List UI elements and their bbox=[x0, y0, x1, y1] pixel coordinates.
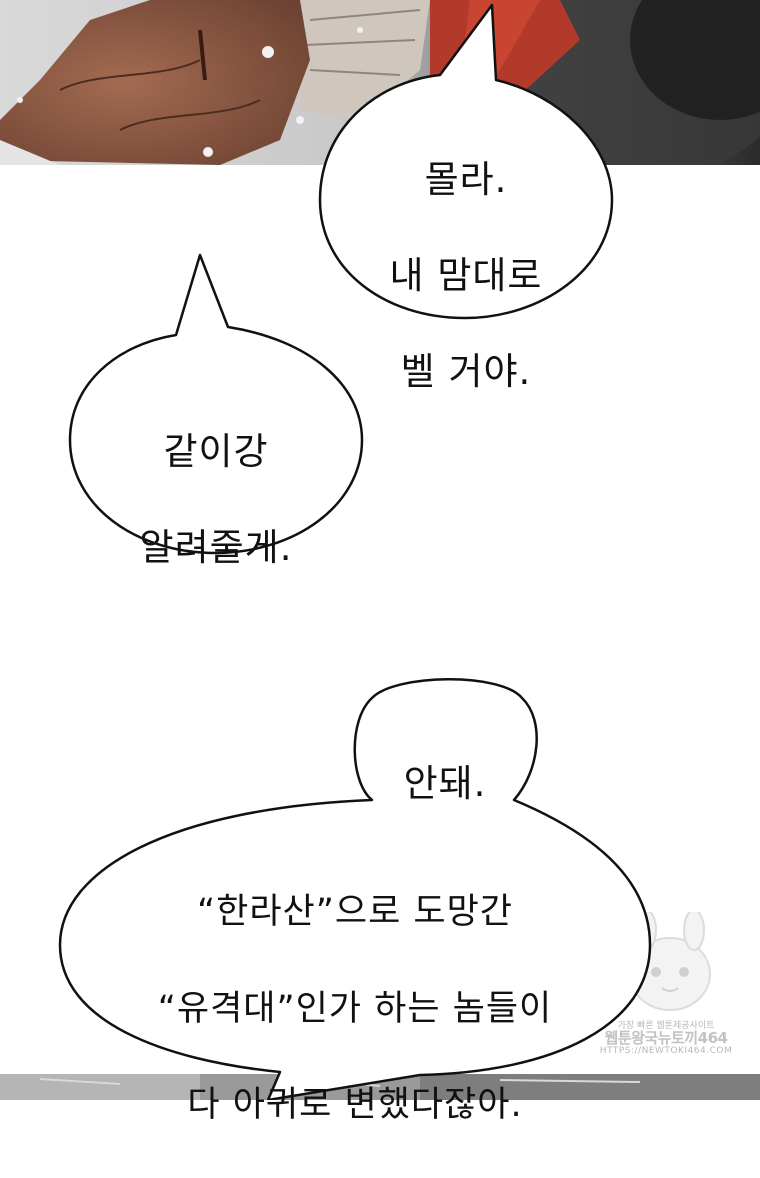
watermark-url: HTTPS://NEWTOKI464.COM bbox=[599, 1046, 733, 1057]
bubble-line: “유격대”인가 하는 놈들이 bbox=[157, 988, 553, 1029]
bubble-line: 다 아귀로 변했다잖아. bbox=[187, 1085, 523, 1126]
art-panel-illustration bbox=[0, 0, 760, 165]
bubble-left-shape bbox=[68, 253, 364, 555]
watermark-tagline: 가장 빠른 웹툰제공사이트 bbox=[617, 1021, 715, 1031]
bubble-top-right-shape bbox=[318, 3, 614, 320]
bubble-small-text: 안돼. bbox=[360, 712, 530, 856]
bubble-line: 몰라. bbox=[424, 158, 508, 202]
bubble-line: 안돼. bbox=[403, 762, 487, 806]
bubble-left-text: 같이강 알려줄게. bbox=[82, 380, 350, 620]
art-panel-top bbox=[0, 0, 760, 165]
comic-page: 몰라. 내 맘대로 벨 거야. 같이강 알려줄게. 안돼. “한라산”으로 도망… bbox=[0, 0, 760, 1125]
bubble-top-right-text: 몰라. 내 맘대로 벨 거야. bbox=[330, 108, 602, 445]
bubble-line: “한라산”으로 도망간 bbox=[197, 892, 513, 933]
bubble-line: 알려줄게. bbox=[139, 526, 293, 570]
bubble-line: 내 맘대로 bbox=[389, 254, 543, 298]
speech-bubbles-layer bbox=[58, 3, 652, 1100]
bubble-large-shape bbox=[58, 678, 652, 1100]
watermark: 가장 빠른 웹툰제공사이트 웹툰왕국뉴토끼464 HTTPS://NEWTOKI… bbox=[596, 1021, 736, 1057]
bubble-large-text: “한라산”으로 도망간 “유격대”인가 하는 놈들이 다 아귀로 변했다잖아. bbox=[70, 840, 640, 1178]
bubble-line: 같이강 bbox=[163, 430, 269, 474]
bubble-line: 벨 거야. bbox=[400, 350, 532, 394]
watermark-brand: 웹툰왕국뉴토끼464 bbox=[604, 1029, 728, 1048]
